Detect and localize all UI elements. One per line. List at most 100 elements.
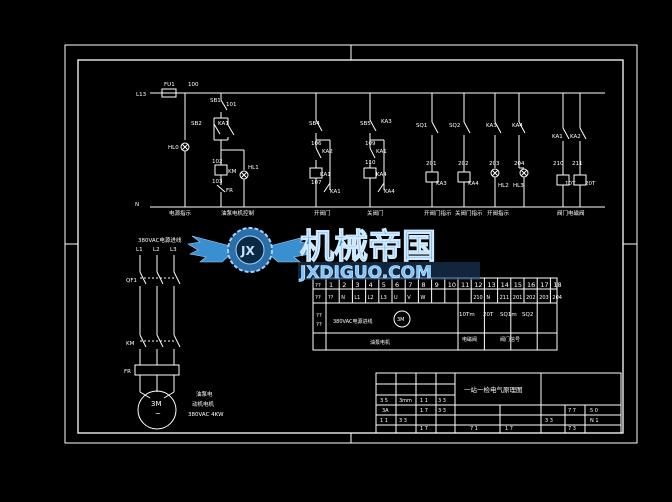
label-sb2: SB2 bbox=[191, 121, 202, 127]
label-ka1-m: KA1 bbox=[376, 149, 387, 155]
row3-motor-symbol bbox=[393, 310, 411, 328]
label-109: 109 bbox=[365, 141, 376, 147]
power-circuit bbox=[134, 255, 181, 430]
label-close-valve: 关阀门 bbox=[367, 209, 384, 217]
phase-l1: L1 bbox=[136, 247, 143, 253]
watermark-gear-inner bbox=[235, 235, 265, 265]
control-circuit-labels: L13 FU1 100 N SB1 101 SB2 KA1 HL0 102 KM… bbox=[135, 82, 596, 217]
row3-right-3: SQ1m bbox=[500, 312, 517, 318]
tb-cell-6: 1 7 bbox=[420, 408, 428, 414]
terminal-number: 2 bbox=[342, 281, 346, 289]
terminal-row2-cell: W bbox=[420, 295, 425, 301]
terminal-row2-cell: N bbox=[486, 295, 490, 301]
tb-cell-14: 7 7 bbox=[568, 408, 576, 414]
label-neutral: N bbox=[135, 202, 139, 208]
watermark-title: 机械帝国 bbox=[300, 227, 436, 267]
watermark-site: JXDIGUO.COM bbox=[299, 263, 432, 283]
motor-label: 3M bbox=[151, 400, 162, 408]
label-ka1-l: KA1 bbox=[320, 172, 331, 178]
row3-label: 380VAC电源进线 bbox=[333, 318, 372, 325]
terminal-row2-cell: U bbox=[394, 295, 398, 301]
label-fuse: FU1 bbox=[164, 82, 175, 88]
label-ka4-l: KA4 bbox=[376, 172, 387, 178]
phase-l3: L3 bbox=[170, 247, 177, 253]
motor-sub: ~ bbox=[155, 410, 161, 418]
tb-cell-13: 3 3 bbox=[545, 418, 553, 424]
label-open-ind: 开阀指示 bbox=[487, 209, 510, 217]
watermark: JX 机械帝国 JXDIGUO.COM bbox=[187, 227, 480, 283]
phase-l2: L2 bbox=[153, 247, 160, 253]
title-block bbox=[375, 372, 622, 434]
label-open-valve: 开阀门 bbox=[314, 209, 331, 217]
terminal-number: 4 bbox=[369, 281, 373, 289]
tb-cell-17: N 1 bbox=[590, 418, 599, 424]
label-sb4: SB4 bbox=[309, 121, 320, 127]
terminal-number: 14 bbox=[501, 281, 509, 289]
terminal-row2-cell: 204 bbox=[552, 295, 562, 301]
tb-cell-3: 3mm bbox=[399, 398, 412, 404]
terminal-number: 11 bbox=[461, 281, 469, 289]
terminal-row2-cell: 201 bbox=[513, 295, 523, 301]
label-ka3-top: KA3 bbox=[381, 119, 392, 125]
terminal-number: 5 bbox=[382, 281, 386, 289]
terminal-table-columns bbox=[325, 278, 551, 350]
terminal-row-header: ?? bbox=[315, 295, 321, 301]
label-204: 204 bbox=[514, 161, 525, 167]
drawing-title: 一站一检电气原理图 bbox=[464, 385, 523, 394]
terminal-row2-cell: 210 bbox=[473, 295, 483, 301]
label-101: 101 bbox=[226, 102, 237, 108]
terminal-row2-cell: 203 bbox=[539, 295, 549, 301]
power-title: 380VAC电源进线 bbox=[138, 236, 182, 244]
terminal-number: 13 bbox=[487, 281, 495, 289]
label-ka2-r: KA2 bbox=[570, 134, 581, 140]
tb-cell-10: 1 7 bbox=[420, 426, 428, 432]
label-valve-solenoid: 阀门电磁阀 bbox=[557, 209, 585, 217]
label-sb5: SB5 bbox=[360, 121, 371, 127]
terminal-row2-cell: N bbox=[341, 295, 345, 301]
row3-right-4: SQ2 bbox=[522, 312, 533, 318]
terminal-number: 17 bbox=[540, 281, 548, 289]
label-qf1: QF1 bbox=[126, 278, 137, 284]
label-open-valve-ind: 开阀门指示 bbox=[424, 209, 452, 217]
tb-cell-4: 1 1 bbox=[420, 398, 428, 404]
label-203: 203 bbox=[489, 161, 500, 167]
terminal-number: 3 bbox=[355, 281, 359, 289]
terminal-row2-cell: 211 bbox=[500, 295, 510, 301]
terminal-table-row3: ?? ?? 380VAC电源进线 3M 10Tm 20T SQ1m SQ2 油泵… bbox=[316, 310, 533, 346]
row3-right-1: 10Tm bbox=[459, 312, 475, 318]
motor-note-1: 油泵电 bbox=[196, 390, 213, 398]
label-202: 202 bbox=[458, 161, 469, 167]
label-hl1: HL1 bbox=[248, 165, 259, 171]
terminal-row2-cell: ?? bbox=[328, 295, 334, 301]
label-ka4-coil: KA4 bbox=[468, 181, 479, 187]
label-fr: FR bbox=[226, 188, 233, 194]
row4-b: 电磁阀 bbox=[462, 336, 477, 343]
label-106: 106 bbox=[311, 141, 322, 147]
terminal-number: 10 bbox=[448, 281, 456, 289]
tb-cell-8: 1 1 bbox=[380, 418, 388, 424]
label-ka1-r: KA1 bbox=[552, 134, 563, 140]
label-211: 211 bbox=[572, 161, 583, 167]
control-circuit bbox=[150, 88, 605, 208]
watermark-site-bg bbox=[298, 262, 480, 280]
label-201: 201 bbox=[426, 161, 437, 167]
tb-cell-16: 7 3 bbox=[568, 426, 576, 432]
label-107: 107 bbox=[311, 180, 322, 186]
terminal-number: 6 bbox=[395, 281, 399, 289]
tb-cell-1: 3 5 bbox=[380, 398, 388, 404]
label-ka4-l2: KA4 bbox=[384, 189, 395, 195]
tb-cell-5: 3 3 bbox=[438, 398, 446, 404]
label-fr-power: FR bbox=[124, 369, 131, 375]
tb-cell-11: 7 1 bbox=[470, 426, 478, 432]
label-sb1: SB1 bbox=[210, 98, 221, 104]
terminal-row2-cell: 202 bbox=[526, 295, 536, 301]
row3-left-2: ?? bbox=[316, 322, 322, 328]
tb-cell-2: 3A bbox=[382, 408, 389, 414]
terminal-row2-cell: L2 bbox=[368, 295, 374, 301]
tb-cell-9: 3 3 bbox=[399, 418, 407, 424]
label-hl3: HL3 bbox=[513, 183, 524, 189]
